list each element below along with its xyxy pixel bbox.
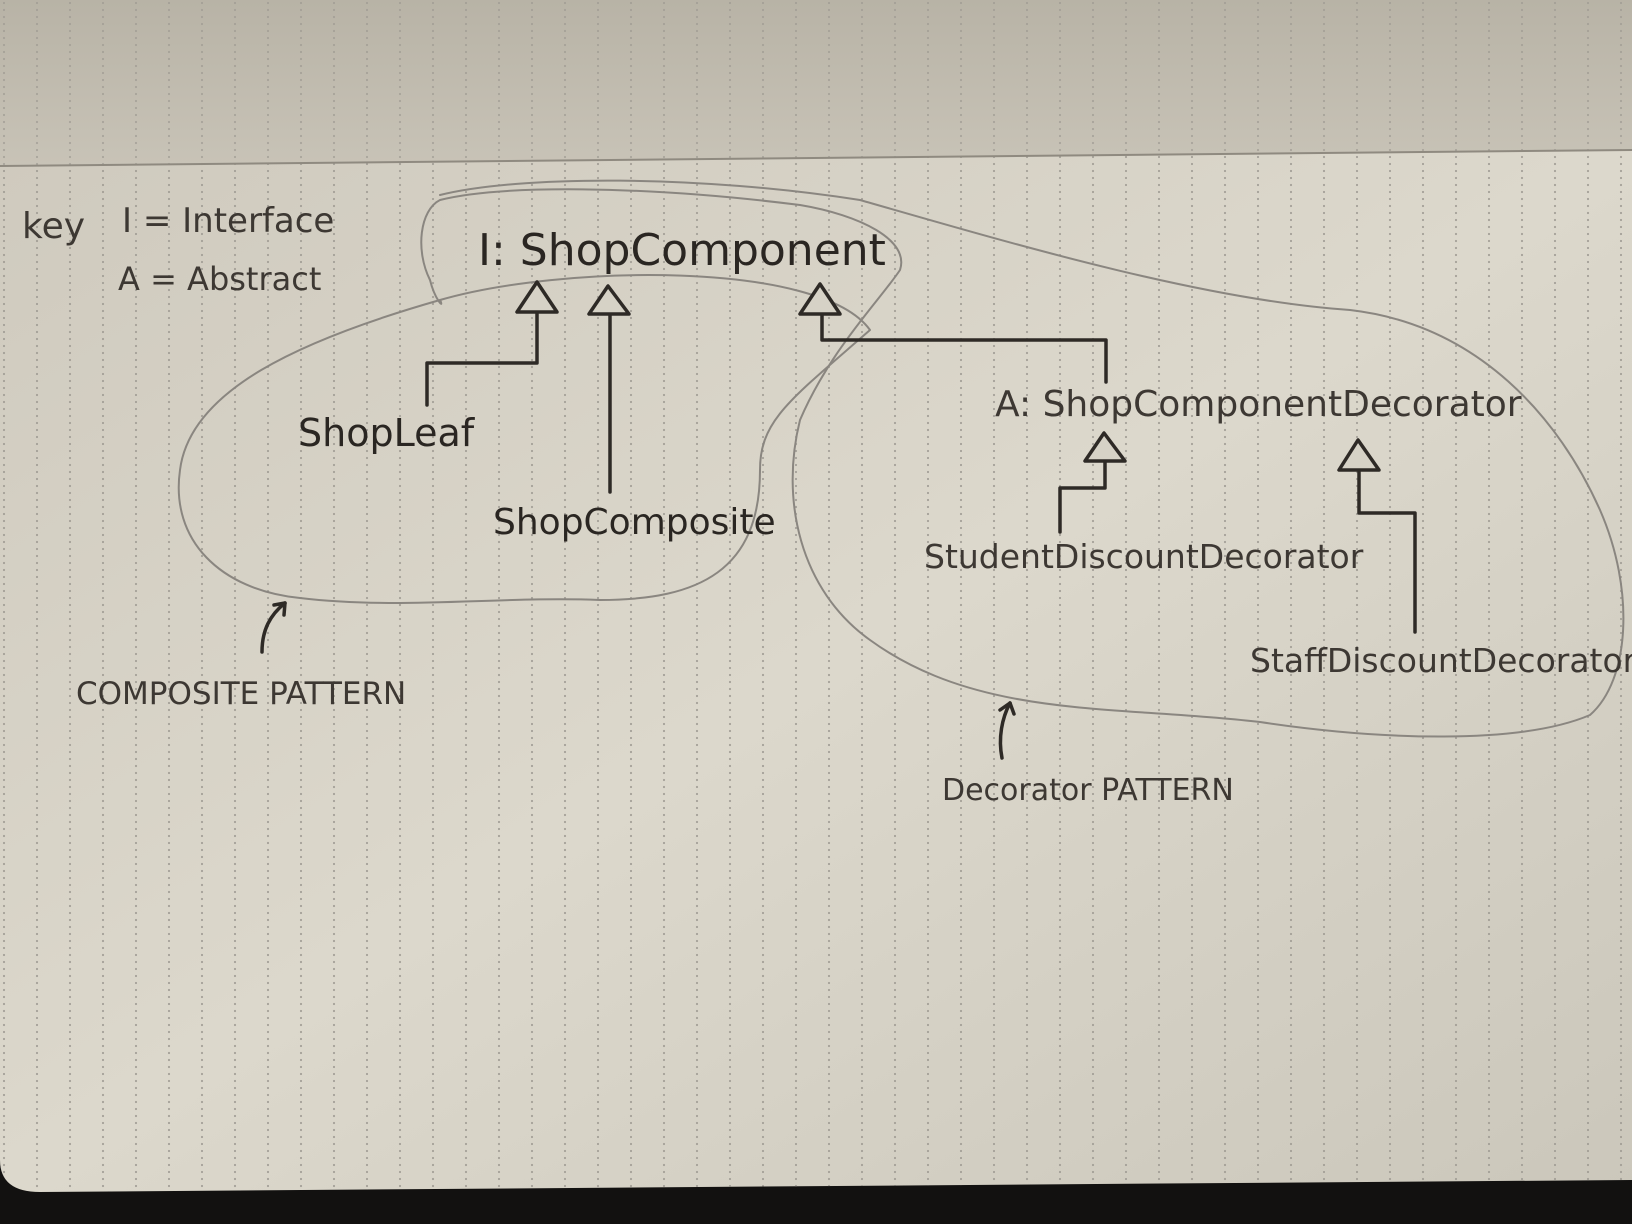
student-to-decorator-link	[1058, 460, 1107, 534]
pattern-labels: COMPOSITE PATTERN Decorator PATTERN	[76, 676, 1234, 808]
key-abstract: A = Abstract	[118, 260, 321, 298]
staff-to-decorator-link	[1357, 470, 1417, 634]
inheritance-links	[425, 280, 1417, 634]
previous-page	[0, 0, 1632, 175]
student-arrowhead	[1083, 431, 1127, 463]
decorator-to-component-link	[820, 312, 1108, 384]
decorator-arrowhead	[798, 282, 842, 316]
composite-arrowhead	[587, 284, 631, 316]
staff-discount-decorator-label: StaffDiscountDecorator	[1250, 641, 1632, 680]
decorator-pattern-boundary	[420, 179, 1625, 738]
shop-composite-label: ShopComposite	[493, 502, 776, 543]
decorator-pointer-arrow	[998, 701, 1012, 760]
student-discount-decorator-label: StudentDiscountDecorator	[924, 537, 1364, 576]
leaf-arrowhead	[515, 280, 559, 314]
composite-pattern-label: COMPOSITE PATTERN	[76, 676, 406, 712]
notebook-page	[0, 149, 1632, 1192]
shop-component-label: I: ShopComponent	[478, 225, 886, 276]
shop-component-decorator-label: A: ShopComponentDecorator	[995, 384, 1522, 425]
key-label: key	[22, 206, 85, 247]
desk-surface	[0, 1192, 1632, 1224]
staff-arrowhead	[1337, 438, 1381, 472]
legend-key: key I = Interface A = Abstract	[22, 201, 334, 298]
pattern-pointers	[260, 601, 1016, 760]
class-labels: I: ShopComponent ShopLeaf ShopComposite …	[298, 225, 1632, 680]
key-interface: I = Interface	[122, 201, 334, 241]
composite-pointer-arrow	[260, 601, 287, 654]
decorator-pattern-label: Decorator PATTERN	[942, 773, 1234, 808]
shop-leaf-label: ShopLeaf	[298, 411, 476, 455]
leaf-to-component-link	[425, 312, 539, 407]
